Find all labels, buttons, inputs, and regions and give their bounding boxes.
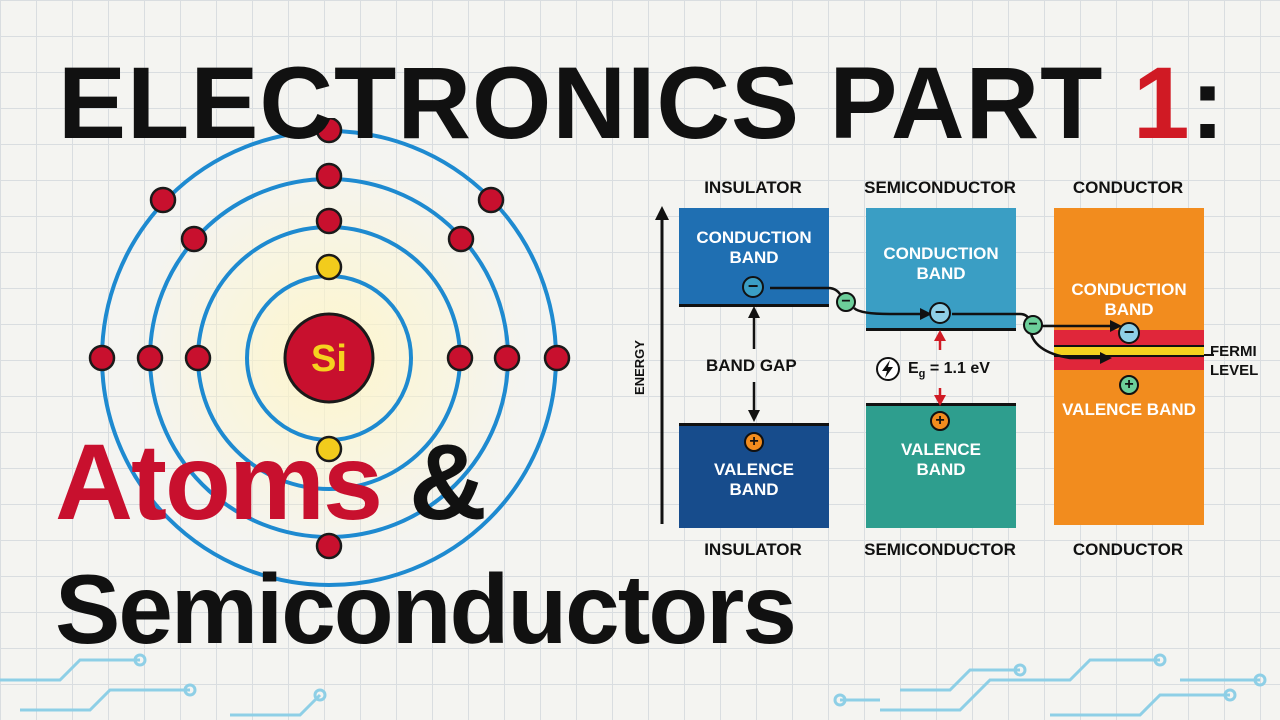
electron-icon: − [1118,322,1140,344]
electron [136,344,164,372]
subtitle-semiconductors: Semiconductors [55,554,797,664]
title-main: ELECTRONICS PART [58,46,1133,160]
electron-icon: − [742,276,764,298]
electron [477,186,505,214]
semi-conduction-label: CONDUCTION BAND [883,244,999,284]
conductor-conduction-label: CONDUCTION BAND [1071,280,1187,320]
conductor-bands: CONDUCTION BAND VALENCE BAND [1054,208,1204,525]
nucleus [283,312,375,404]
electron [315,435,343,463]
energy-label: ENERGY [631,340,647,395]
band-gap-label: BAND GAP [706,356,797,375]
subtitle-ampersand: & [381,421,487,542]
electron [184,344,212,372]
electron [315,162,343,190]
nucleus-symbol: Si [311,338,347,380]
page-title: ELECTRONICS PART 1: [58,52,1226,154]
label-insulator-top: INSULATOR [704,178,802,197]
circuit-traces [0,653,1267,717]
subtitle-line1: Atoms & [55,428,487,536]
energy-axis-arrow [655,206,669,524]
electron [447,225,475,253]
fermi-level-label: FERMI LEVEL [1210,343,1258,381]
label-conductor-top: CONDUCTOR [1072,178,1184,197]
semi-valence-label: VALENCE BAND [901,440,981,480]
subtitle-atoms: Atoms [55,421,383,542]
title-number: 1 [1132,46,1191,160]
eg-subscript: g [918,368,926,381]
insulator-conduction-label: CONDUCTION BAND [696,228,812,268]
eg-symbol: E [908,360,919,377]
electron-transfer-arrows [770,286,1122,364]
electron [315,532,343,560]
hole-icon: + [930,411,950,431]
fermi-level-line [1054,345,1204,357]
lightning-icon [876,357,900,381]
electron [149,186,177,214]
band-gap-energy: Eg = 1.1 eV [908,360,990,380]
electron-icon: − [1023,315,1043,335]
title-colon: : [1190,46,1226,160]
electron [493,344,521,372]
electron [180,225,208,253]
fermi-line1: FERMI [1210,343,1257,360]
conductor-valence-label: VALENCE BAND [1062,400,1196,419]
electron-icon: − [929,302,951,324]
label-insulator-bottom: INSULATOR [704,540,802,559]
label-semiconductor-bottom: SEMICONDUCTOR [864,540,1016,559]
label-conductor-bottom: CONDUCTOR [1072,540,1184,559]
electron [543,344,571,372]
electron [88,344,116,372]
electron [315,253,343,281]
insulator-valence-band: VALENCE BAND [679,423,829,528]
silicon-atom-diagram [88,118,571,587]
electron [446,344,474,372]
electron [315,118,343,144]
fermi-line2: LEVEL [1210,361,1259,379]
fermi-pointer [1204,354,1214,356]
band-gap-arrows [748,306,760,422]
hole-icon: + [744,432,764,452]
label-semiconductor-top: SEMICONDUCTOR [864,178,1016,197]
eg-value: = 1.1 eV [925,360,990,377]
hole-icon: + [1119,375,1139,395]
semi-gap-arrows [934,330,946,406]
electron-icon: − [836,292,856,312]
insulator-valence-label: VALENCE BAND [714,460,794,500]
electron [315,207,343,235]
